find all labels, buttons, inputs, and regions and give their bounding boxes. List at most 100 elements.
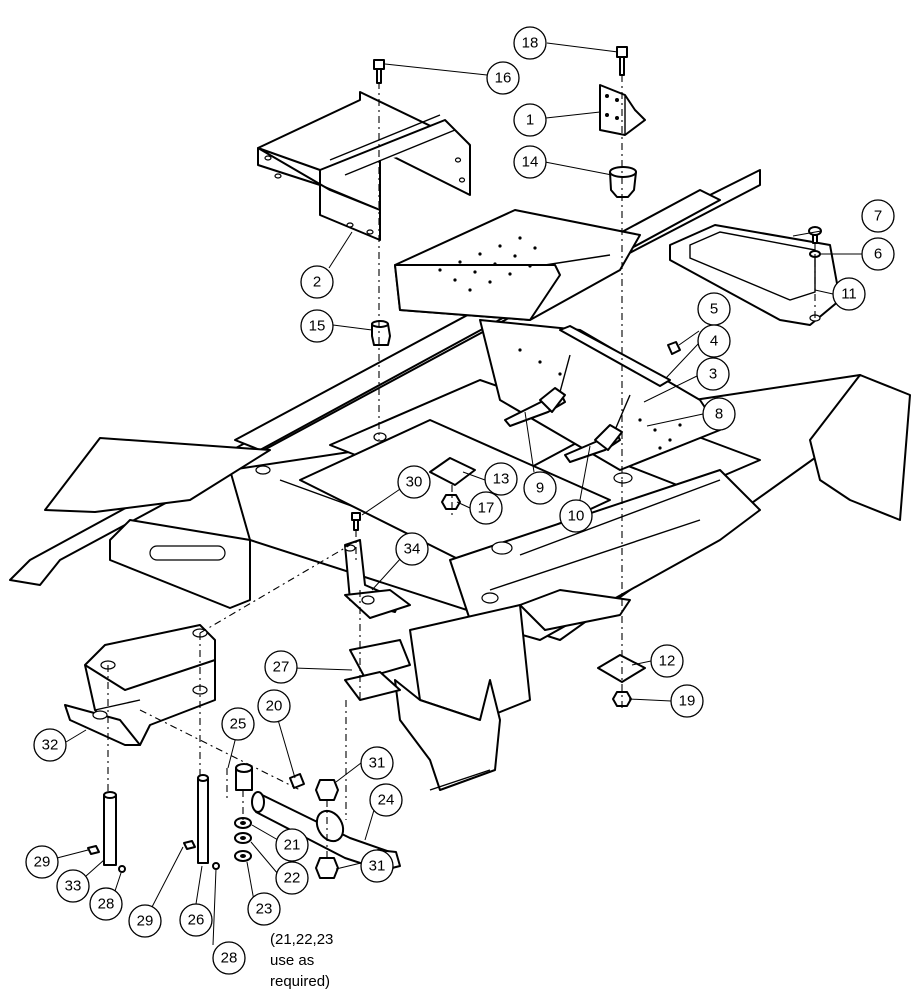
left-fender [44,437,271,513]
svg-text:1: 1 [526,112,534,129]
note-line-3: required) [270,973,330,990]
nut-17 [441,494,461,510]
callout-9: 9 [523,471,557,505]
svg-text:30: 30 [406,474,423,491]
callout-31-bottom: 31 [360,849,394,883]
svg-text:17: 17 [478,500,495,517]
callout-3: 3 [696,357,730,391]
nut-31-bottom [315,857,339,879]
svg-text:15: 15 [309,318,326,335]
svg-text:5: 5 [710,301,718,318]
svg-text:21: 21 [284,837,301,854]
callout-31-top: 31 [360,746,394,780]
svg-text:7: 7 [874,208,882,225]
cotter-28-right [212,862,220,870]
svg-text:8: 8 [715,406,723,423]
svg-text:2: 2 [313,274,321,291]
callout-34: 34 [395,532,429,566]
svg-text:19: 19 [679,693,696,710]
callout-19: 19 [670,684,704,718]
svg-text:31: 31 [369,858,386,875]
callout-28-left: 28 [89,887,123,921]
svg-text:28: 28 [221,950,238,967]
callout-27: 27 [264,650,298,684]
svg-text:16: 16 [495,70,512,87]
svg-text:12: 12 [659,653,676,670]
svg-text:3: 3 [709,366,717,383]
bracket-34 [344,539,411,619]
callout-13: 13 [484,462,518,496]
callout-29-right: 29 [128,904,162,938]
svg-text:14: 14 [522,154,539,171]
note-line-2: use as [270,952,314,969]
nut-31-top [315,779,339,801]
clamp-20 [289,773,305,789]
svg-text:22: 22 [284,870,301,887]
callout-12: 12 [650,644,684,678]
usage-note: (21,22,23 use as required) [270,931,333,990]
callout-15: 15 [300,309,334,343]
upper-bracket [257,91,471,241]
callout-10: 10 [559,499,593,533]
svg-text:25: 25 [230,716,247,733]
callout-21: 21 [275,828,309,862]
hitch-bracket-32 [64,624,216,746]
callout-33: 33 [56,869,90,903]
svg-text:33: 33 [65,878,82,895]
callout-16: 16 [486,61,520,95]
lever-10 [564,394,631,463]
clip-29-left [87,845,100,855]
callout-20: 20 [257,689,291,723]
svg-text:10: 10 [568,508,585,525]
bolt-16 [373,59,385,84]
bolt-30 [351,512,361,531]
callout-17: 17 [469,491,503,525]
bolt-18 [616,46,628,76]
callout-22: 22 [275,861,309,895]
left-lower-panel [109,519,251,609]
callout-5: 5 [697,292,731,326]
callout-30: 30 [397,465,431,499]
svg-text:29: 29 [34,854,51,871]
bushing-14 [609,166,637,198]
callout-14: 14 [513,145,547,179]
svg-text:26: 26 [188,912,205,929]
callout-25: 25 [221,707,255,741]
svg-text:28: 28 [98,896,115,913]
assembly-lines [107,75,816,858]
svg-text:13: 13 [493,471,510,488]
plate-13 [429,457,476,486]
callout-26: 26 [179,903,213,937]
callout-8: 8 [702,397,736,431]
pin-5 [667,341,681,355]
callout-2: 2 [300,265,334,299]
fastener-7 [808,226,822,244]
callout-4: 4 [697,324,731,358]
svg-text:34: 34 [404,541,421,558]
cotter-28-left [118,865,126,873]
callout-18: 18 [513,26,547,60]
callout-24: 24 [369,783,403,817]
svg-text:20: 20 [266,698,283,715]
svg-text:4: 4 [710,333,718,350]
lever-9 [504,354,571,427]
svg-text:29: 29 [137,913,154,930]
callout-11: 11 [832,277,866,311]
right-fender [809,374,911,521]
pin-33 [103,791,117,866]
note-line-1: (21,22,23 [270,931,333,948]
callout-28-right: 28 [212,941,246,975]
callout-1: 1 [513,103,547,137]
svg-text:23: 23 [256,901,273,918]
hitch-27 [344,639,411,701]
ring-25 [235,763,253,791]
callout-6: 6 [861,237,895,271]
svg-text:24: 24 [378,792,395,809]
callout-7: 7 [861,199,895,233]
svg-text:27: 27 [273,659,290,676]
bushing-15 [371,320,391,346]
svg-text:18: 18 [522,35,539,52]
callout-29-left: 29 [25,845,59,879]
leader-lines [56,42,862,946]
svg-text:11: 11 [841,286,857,303]
